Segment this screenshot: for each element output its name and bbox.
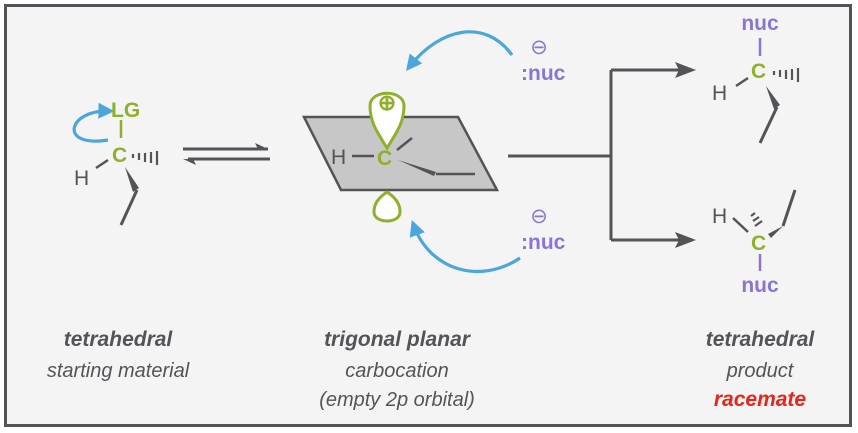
carbon-label: C	[751, 60, 766, 83]
arrowhead-bottom	[675, 232, 696, 248]
p-orbital-icon	[368, 91, 406, 151]
solid-wedge-bond	[768, 226, 783, 238]
hydrogen-label: H	[712, 82, 727, 105]
hashed-wedge-bond	[772, 68, 800, 82]
nucleophile-top: ⊖ :nuc	[406, 30, 566, 85]
nucleophile-label: :nuc	[521, 62, 566, 85]
bond-c-methyl	[396, 137, 413, 151]
p-orbital-lower-lobe	[372, 190, 402, 223]
bond-c-h	[95, 158, 109, 170]
hydrogen-label: H	[331, 146, 346, 169]
hashed-wedge-bond	[131, 151, 159, 165]
caption-right: tetrahedral product racemate	[706, 328, 816, 411]
caption-middle-subtitle: carbocation	[345, 360, 448, 382]
nucleophile-bottom: ⊖ :nuc	[409, 205, 566, 273]
nucleophile-label: nuc	[741, 12, 779, 35]
solid-wedge-bond	[125, 167, 139, 192]
positive-charge-symbol: ⊕	[378, 90, 396, 115]
bond-ethyl	[119, 189, 139, 226]
hashed-wedge-bond	[750, 212, 763, 227]
hydrogen-label: H	[712, 205, 727, 228]
carbon-label: C	[751, 232, 766, 255]
caption-right-subtitle: product	[726, 360, 795, 382]
carbocation-molecule: ⊕ C H	[301, 90, 500, 223]
caption-middle-title: trigonal planar	[324, 328, 472, 351]
curved-arrow-icon	[409, 219, 521, 273]
nucleophile-label: nuc	[741, 274, 779, 297]
bond-ethyl-wedge	[398, 160, 436, 176]
bond-ethyl	[758, 106, 779, 144]
racemate-label: racemate	[714, 388, 807, 411]
molecular-plane	[301, 115, 500, 192]
carbon-label: C	[112, 144, 127, 167]
arrowhead-top	[675, 62, 696, 78]
negative-charge-symbol: ⊖	[530, 205, 548, 228]
hydrogen-label: H	[74, 167, 89, 190]
nucleophile-label: :nuc	[521, 231, 566, 254]
caption-right-title: tetrahedral	[706, 328, 816, 351]
curved-arrow-icon	[406, 30, 514, 72]
caption-left-subtitle: starting material	[47, 360, 190, 382]
starting-material-molecule: LG C H	[72, 99, 159, 226]
caption-left: tetrahedral starting material	[47, 328, 190, 382]
reaction-arrow-icon	[508, 68, 683, 242]
solid-wedge-bond	[766, 86, 780, 109]
carbon-label: C	[377, 147, 392, 170]
product-top: nuc C H	[712, 12, 800, 144]
equilibrium-arrows-icon	[183, 143, 270, 165]
negative-charge-symbol: ⊖	[530, 36, 548, 59]
bond-c-h	[735, 76, 749, 88]
bond-ethyl	[781, 189, 797, 227]
product-bottom: H C nuc	[712, 189, 797, 297]
caption-middle: trigonal planar carbocation (empty 2p or…	[319, 328, 475, 411]
bond-c-h	[732, 217, 749, 233]
caption-middle-note: (empty 2p orbital)	[319, 389, 475, 411]
diagram-frame	[4, 4, 852, 427]
curved-arrow-icon	[72, 102, 115, 143]
leaving-group-label: LG	[111, 99, 140, 122]
caption-left-title: tetrahedral	[64, 328, 174, 351]
